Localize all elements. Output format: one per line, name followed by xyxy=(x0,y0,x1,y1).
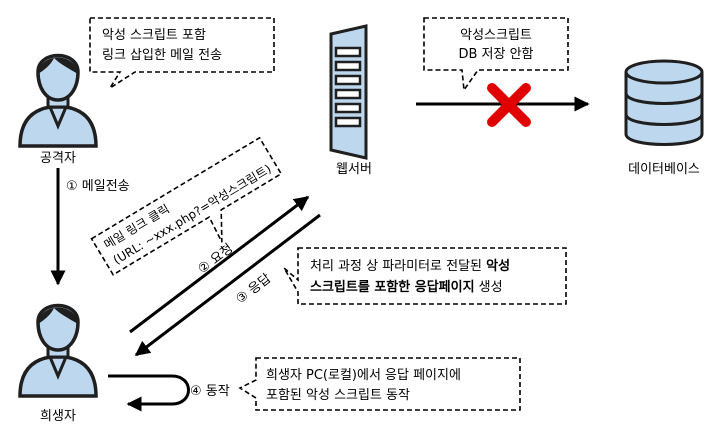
webserver-icon xyxy=(329,24,368,160)
action-loop-arrow xyxy=(108,374,190,412)
victim-label: 희생자 xyxy=(40,409,76,424)
victim-callout-line1: 희생자 PC(로컬)에서 응답 페이지에 xyxy=(266,368,461,383)
response-callout-line1: 처리 과정 상 파라미터로 전달된 악성 xyxy=(310,258,510,274)
response-callout-line2: 스크립트를 포함한 응답페이지 생성 xyxy=(310,279,503,295)
server-callout: 악성스크립트 DB 저장 안함 xyxy=(423,17,569,93)
victim-callout: 희생자 PC(로컬)에서 응답 페이지에 포함된 악성 스크립트 동작 xyxy=(238,357,521,411)
response-callout: 처리 과정 상 파라미터로 전달된 악성 스크립트를 포함한 응답페이지 생성 xyxy=(283,247,567,305)
attacker-callout: 악성 스크립트 포함 링크 삽입한 메일 전송 xyxy=(89,17,275,89)
attacker-callout-line2: 링크 삽입한 메일 전송 xyxy=(102,48,222,63)
database-icon xyxy=(624,59,704,146)
step1-label: ① 메일전송 xyxy=(66,179,130,194)
attacker-icon xyxy=(18,53,98,148)
response-arrow xyxy=(134,213,321,357)
webserver-label: 웹서버 xyxy=(336,162,372,177)
step2-label: ② 요청 xyxy=(195,241,236,277)
blocked-x-icon xyxy=(487,83,531,127)
step4-label: ④ 동작 xyxy=(190,384,230,399)
database-label: 데이터베이스 xyxy=(628,162,700,177)
server-callout-line1: 악성스크립트 xyxy=(460,28,532,43)
victim-icon xyxy=(18,303,98,398)
attacker-callout-line1: 악성 스크립트 포함 xyxy=(102,28,206,43)
attacker-label: 공격자 xyxy=(40,151,76,166)
request-arrow xyxy=(129,195,310,334)
server-callout-line2: DB 저장 안함 xyxy=(458,47,533,62)
victim-callout-line2: 포함된 악성 스크립트 동작 xyxy=(266,388,410,403)
